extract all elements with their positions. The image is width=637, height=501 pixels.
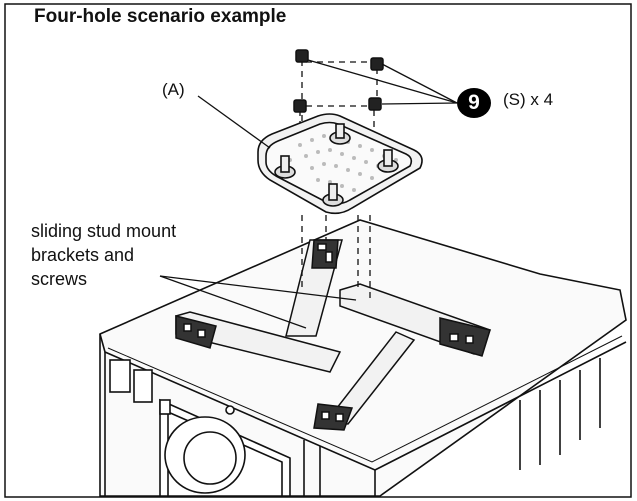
- part-a-label: (A): [162, 80, 185, 99]
- bracket-front: [313, 331, 416, 431]
- bracket-rear: [285, 239, 343, 337]
- bracket-left: [175, 311, 342, 373]
- bracket-right: [339, 283, 492, 357]
- leader-s3: [307, 59, 458, 104]
- brackets-label-line-1: sliding stud mount: [31, 221, 177, 241]
- brackets-label-line-3: screws: [31, 269, 88, 289]
- diagram-title: Four-hole scenario example: [34, 6, 287, 27]
- screws-label: (S) x 4: [503, 90, 554, 109]
- leader-bracket2: [159, 275, 307, 329]
- leader-lines: [159, 59, 458, 329]
- brackets-label: sliding stud mount brackets and screws: [31, 219, 176, 291]
- mount-plate: [257, 113, 423, 215]
- outer-frame: [4, 3, 632, 498]
- step-number-badge: 9: [457, 88, 491, 118]
- leader-a: [197, 95, 271, 149]
- projector-body: [99, 219, 627, 497]
- leader-bracket1: [159, 275, 357, 301]
- brackets-label-line-2: brackets and: [31, 245, 135, 265]
- screws: [293, 49, 384, 113]
- leader-s2: [381, 102, 458, 105]
- leader-s1: [381, 63, 458, 104]
